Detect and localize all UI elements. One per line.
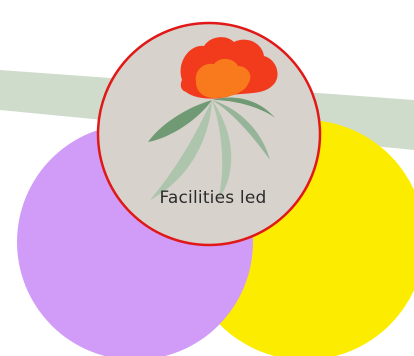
center-label: Facilities led (159, 188, 267, 208)
flower-icon (148, 37, 278, 200)
